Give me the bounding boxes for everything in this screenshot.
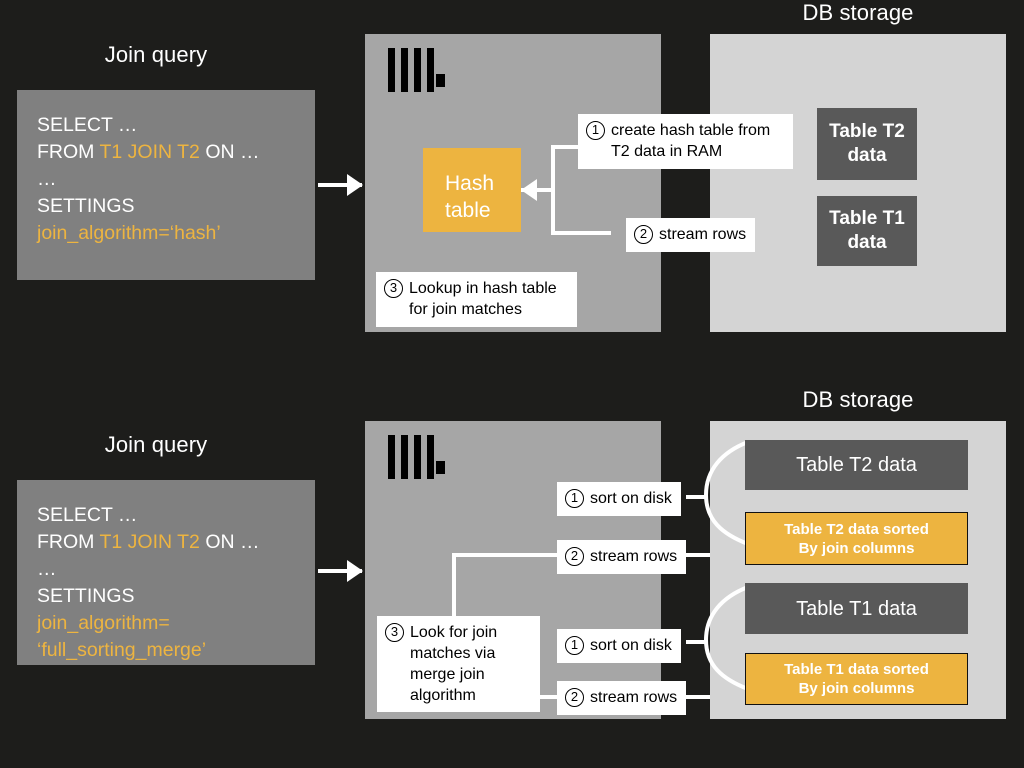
hash-table-line-1: Hash [445, 172, 495, 195]
callout-stream-rows-t2: 2 stream rows [557, 540, 687, 574]
table-t1-sorted-line-1: Table T1 data sorted [784, 661, 929, 678]
callout-number-1-t2-bottom: 1 [565, 489, 584, 508]
query-line-join-algorithm: join_algorithm=‘hash’ [37, 222, 221, 244]
connector-sort-disk-t2 [686, 495, 706, 499]
callout-number-3-top: 3 [384, 279, 403, 298]
arrow-shaft-query-to-engine-top [318, 183, 362, 187]
db-storage-title-bottom: DB storage [802, 387, 914, 412]
query-line-from-bottom: FROM T1 JOIN T2 ON … [37, 529, 295, 556]
table-t2-sorted-line-2: By join columns [798, 539, 915, 557]
query-line-settings-bottom: SETTINGS [37, 585, 135, 607]
table-t2-data-box-bottom: Table T2 data [745, 440, 968, 490]
table-t1-sorted-line-2: By join columns [798, 680, 915, 697]
table-t1-data-box-top: Table T1 data [817, 196, 917, 266]
callout-stream-rows-t1: 2 stream rows [557, 681, 687, 715]
query-line-select-bottom: SELECT … [37, 504, 138, 526]
hash-table-line-2: table [445, 199, 491, 222]
arrow-shaft-query-to-engine-bottom [318, 569, 362, 573]
callout-text-stream-rows-t2: stream rows [590, 548, 678, 565]
callout-number-3-bottom: 3 [385, 623, 404, 642]
table-t2-sorted-line-1: Table T2 data sorted [784, 520, 929, 538]
callout-number-1-t1-bottom: 1 [565, 636, 584, 655]
arrow-head-query-to-engine-top [347, 174, 363, 196]
callout-text-3-top: Lookup in hash table for join matches [409, 280, 557, 318]
connector-vertical-top [551, 145, 555, 235]
query-line-join-algorithm-bottom: join_algorithm= [37, 612, 170, 634]
connector-to-hash-table [521, 188, 553, 192]
connector-branch-2-top [551, 231, 611, 235]
callout-number-2-t2-bottom: 2 [565, 547, 584, 566]
connector-stream-rows-lower-bottom [536, 695, 562, 699]
db-storage-title-top: DB storage [802, 0, 914, 25]
table-t2-sorted-box: Table T2 data sorted By join columns [745, 512, 968, 565]
query-join-tables-bottom: T1 JOIN T2 [99, 531, 200, 553]
join-query-title-bottom: Join query [104, 432, 208, 457]
callout-3-top: 3 Lookup in hash table for join matches [376, 272, 577, 327]
hash-table-block: Hash table [423, 148, 521, 232]
query-line-select: SELECT … [37, 114, 138, 136]
query-line-from: FROM T1 JOIN T2 ON … [37, 139, 295, 166]
connector-stream-rows-upper-bottom [452, 553, 562, 557]
callout-text-sort-on-disk-t1: sort on disk [590, 637, 672, 654]
query-line-join-algorithm-value-bottom: ‘full_sorting_merge’ [37, 639, 207, 661]
arrow-head-into-hash-table [521, 179, 537, 201]
arrow-head-query-to-engine-bottom [347, 560, 363, 582]
join-query-box-bottom: SELECT … FROM T1 JOIN T2 ON … … SETTINGS… [17, 480, 315, 665]
clickhouse-logo-icon-bottom [388, 435, 448, 479]
query-line-ellipsis-bottom: … [37, 558, 57, 580]
callout-text-sort-on-disk-t2: sort on disk [590, 490, 672, 507]
callout-text-2-top: stream rows [659, 226, 747, 243]
callout-3-bottom: 3 Look for join matches via merge join a… [377, 616, 540, 712]
callout-sort-on-disk-t2: 1 sort on disk [557, 482, 681, 516]
query-line-ellipsis: … [37, 168, 57, 190]
clickhouse-logo-icon [388, 48, 448, 92]
brace-t2-sort-icon [703, 440, 749, 546]
callout-text-stream-rows-t1: stream rows [590, 689, 678, 706]
brace-t1-sort-icon [703, 585, 749, 691]
query-from-keyword: FROM [37, 141, 100, 163]
table-t1-sorted-box: Table T1 data sorted By join columns [745, 653, 968, 705]
callout-text-3-bottom: Look for join matches via merge join alg… [410, 624, 498, 704]
query-on-clause: ON … [199, 141, 260, 163]
callout-text-1-top: create hash table from T2 data in RAM [611, 122, 771, 160]
callout-sort-on-disk-t1: 1 sort on disk [557, 629, 681, 663]
connector-vertical-bottom [452, 553, 456, 618]
query-from-keyword-bottom: FROM [37, 531, 100, 553]
table-t1-data-box-bottom: Table T1 data [745, 583, 968, 634]
callout-2-top: 2 stream rows [626, 218, 756, 252]
connector-sort-disk-t1 [686, 640, 706, 644]
callout-number-1-top: 1 [586, 121, 605, 140]
db-storage-panel-top [710, 34, 1006, 332]
query-join-tables: T1 JOIN T2 [99, 141, 200, 163]
query-on-clause-bottom: ON … [199, 531, 260, 553]
callout-number-2-top: 2 [634, 225, 653, 244]
join-query-box-top: SELECT … FROM T1 JOIN T2 ON … … SETTINGS… [17, 90, 315, 280]
table-t2-data-box-top: Table T2 data [817, 108, 917, 180]
query-line-settings: SETTINGS [37, 195, 135, 217]
join-query-title-top: Join query [104, 42, 208, 67]
callout-1-top: 1 create hash table from T2 data in RAM [578, 114, 793, 169]
connector-branch-1-top [551, 145, 585, 149]
callout-number-2-t1-bottom: 2 [565, 688, 584, 707]
